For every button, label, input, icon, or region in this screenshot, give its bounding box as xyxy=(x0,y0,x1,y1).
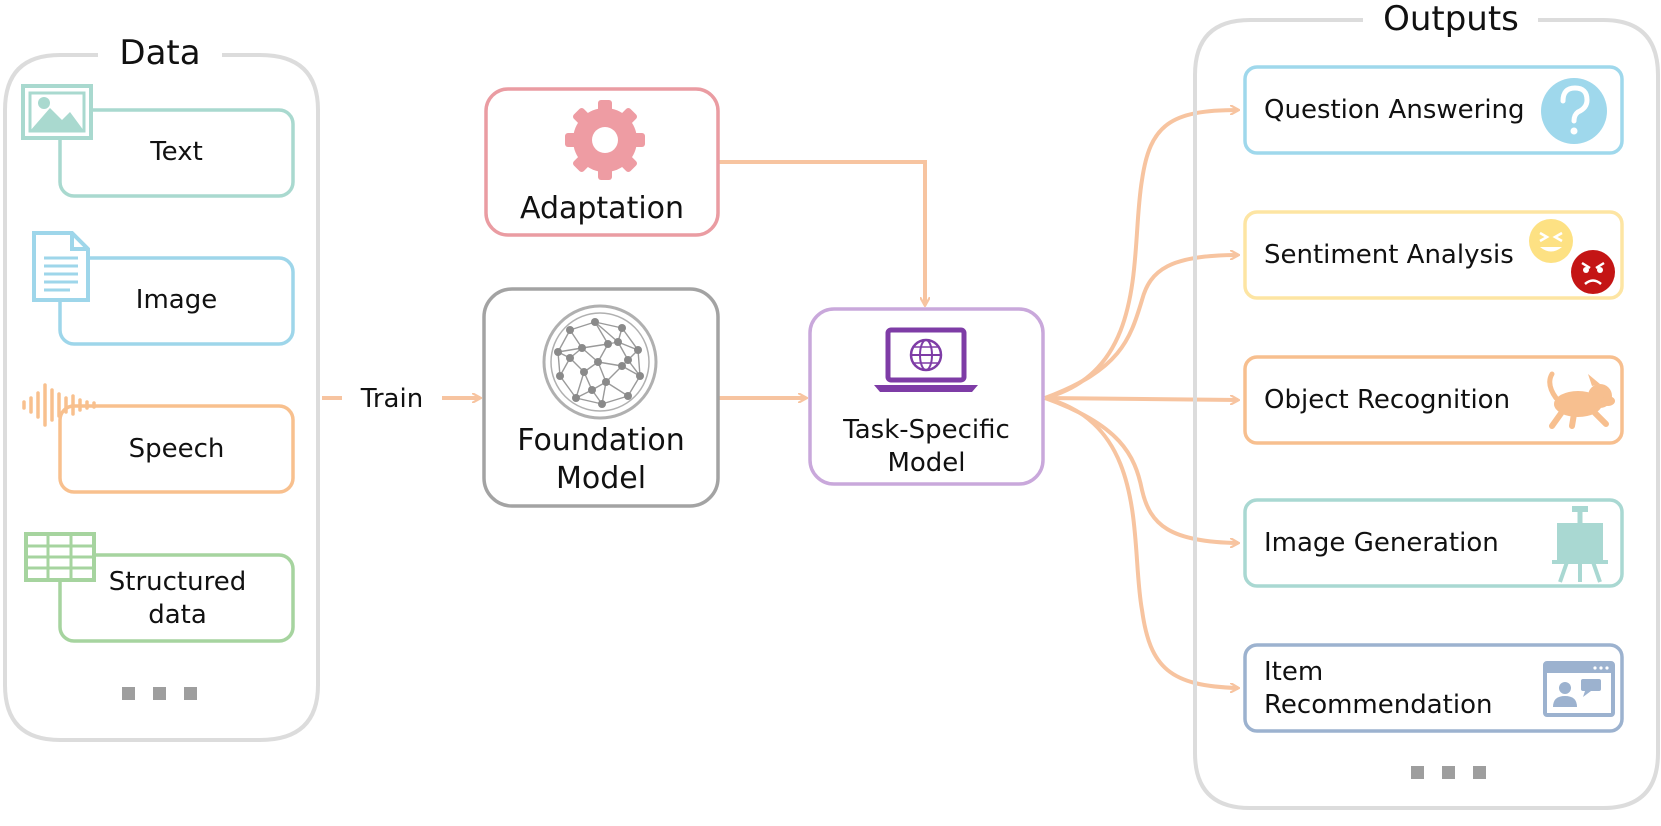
easel-icon xyxy=(1552,506,1608,583)
output-qa-box xyxy=(1243,65,1624,155)
network-node xyxy=(598,400,606,408)
network-edge xyxy=(575,371,585,399)
adaptation-label: Adaptation xyxy=(519,191,685,226)
gear-icon xyxy=(565,100,645,180)
network-node xyxy=(566,326,574,334)
task-model-label-line1: Task-Specific xyxy=(843,415,1010,445)
outputs-more-dots xyxy=(1411,766,1486,779)
neural-network-icon xyxy=(542,304,658,420)
adaptation-to-task-arrow xyxy=(718,160,925,305)
foundation-model-label-line2: Model xyxy=(555,461,647,496)
data-item-speech-label: Speech xyxy=(128,434,225,464)
network-edge xyxy=(594,321,609,345)
network-edge xyxy=(597,361,623,367)
output-imagegen-box xyxy=(1243,498,1624,588)
output-itemrec-label-line2: Recommendation xyxy=(1264,690,1493,720)
network-edge xyxy=(569,321,596,331)
network-edge xyxy=(637,349,641,377)
network-node xyxy=(624,356,632,364)
outputs-panel xyxy=(1193,18,1660,810)
network-node xyxy=(618,362,626,370)
outputs-panel-title: Outputs xyxy=(1366,0,1536,41)
network-node xyxy=(636,372,644,380)
task-model-box xyxy=(808,307,1045,486)
network-node xyxy=(572,394,580,402)
angry-emoji-icon xyxy=(1571,250,1615,294)
network-node xyxy=(591,318,599,326)
network-edge xyxy=(559,375,577,399)
network-edge xyxy=(575,397,603,405)
document-icon xyxy=(32,231,90,302)
output-object-box xyxy=(1243,355,1624,445)
output-qa-label: Question Answering xyxy=(1264,95,1525,125)
data-item-structured-box xyxy=(58,553,295,643)
dog-icon xyxy=(1547,371,1615,429)
network-node xyxy=(594,358,602,366)
data-item-structured-label: Structured data xyxy=(108,567,247,630)
train-label: Train xyxy=(360,384,424,414)
data-item-text-label: Text xyxy=(150,137,203,167)
output-sentiment-label: Sentiment Analysis xyxy=(1264,240,1514,270)
network-node xyxy=(566,354,574,362)
network-edge xyxy=(557,347,583,353)
output-fan-arrows xyxy=(1044,110,1238,688)
network-edge xyxy=(594,321,623,329)
network-edge xyxy=(594,321,619,343)
question-mark-icon xyxy=(1541,78,1607,144)
network-edge xyxy=(605,381,629,397)
output-object-label: Object Recognition xyxy=(1264,385,1511,415)
data-panel xyxy=(3,53,320,742)
data-item-text-box xyxy=(58,108,295,198)
laptop-globe-icon xyxy=(874,327,978,392)
data-item-speech-box xyxy=(58,404,295,494)
network-node xyxy=(614,338,622,346)
network-node xyxy=(588,386,596,394)
network-node xyxy=(554,348,562,356)
task-model-label-line2: Model xyxy=(887,448,966,478)
sound-wave-icon xyxy=(22,383,96,427)
network-node xyxy=(624,392,632,400)
browser-recommendation-icon xyxy=(1543,661,1615,717)
network-edge xyxy=(557,329,571,353)
network-edge xyxy=(621,327,639,351)
foundation-model-label-line1: Foundation xyxy=(517,423,685,458)
laughing-emoji-icon xyxy=(1529,219,1573,263)
data-panel-title: Data xyxy=(100,32,220,75)
output-sentiment-box xyxy=(1243,210,1624,300)
network-node xyxy=(580,368,588,376)
network-node xyxy=(618,324,626,332)
network-edge xyxy=(581,343,609,349)
network-node xyxy=(604,340,612,348)
table-grid-icon xyxy=(24,532,96,582)
output-itemrec-box xyxy=(1243,643,1624,733)
network-node xyxy=(556,372,564,380)
network-node xyxy=(634,346,642,354)
network-edge xyxy=(557,351,561,377)
output-imagegen-label: Image Generation xyxy=(1264,528,1499,558)
network-node xyxy=(602,378,610,386)
data-more-dots xyxy=(122,687,197,700)
output-itemrec-label-line1: Item xyxy=(1264,657,1324,687)
picture-icon xyxy=(21,84,93,140)
network-node xyxy=(578,344,586,352)
data-item-image-label: Image xyxy=(135,285,218,315)
network-edge xyxy=(601,395,629,405)
